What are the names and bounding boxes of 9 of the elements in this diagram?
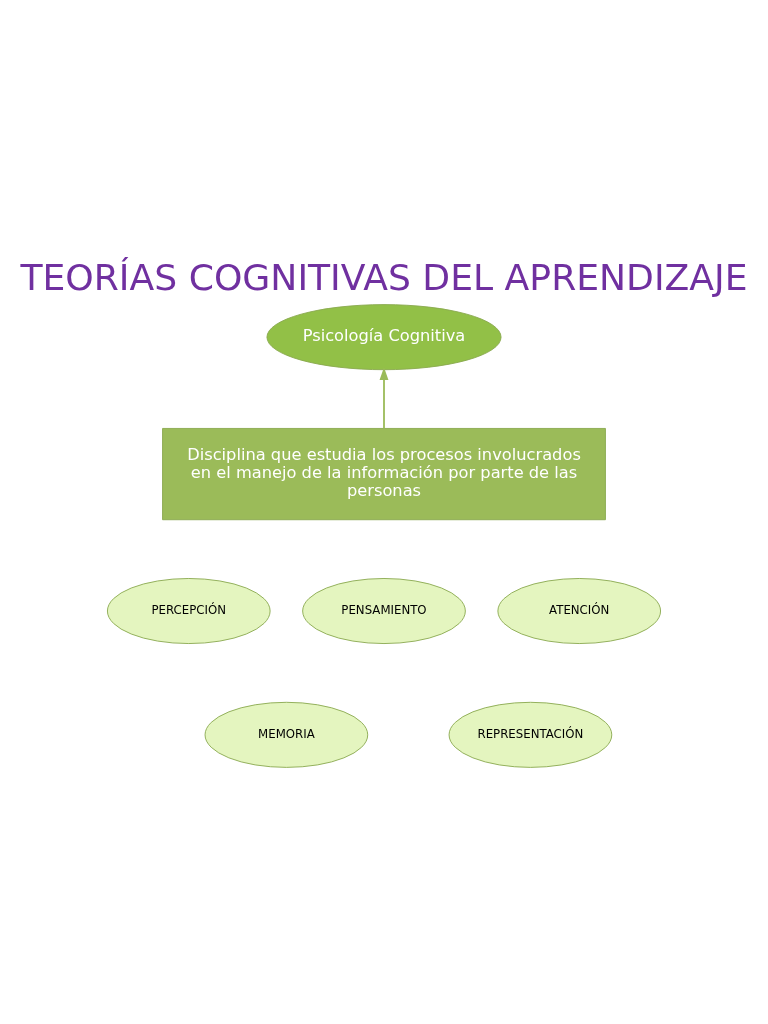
arrow: [379, 366, 389, 429]
node-box: Disciplina que estudia los procesos involucrados en el manejo de la información por parte de las personas: [162, 427, 606, 520]
node-ellipse: PENSAMIENTO: [302, 577, 466, 644]
node-ellipse: Psicología Cognitiva: [266, 303, 502, 370]
node-ellipse: REPRESENTACIÓN: [448, 701, 613, 768]
diagram-title: TEORÍAS COGNITIVAS DEL APRENDIZAJE: [20, 255, 748, 299]
node-ellipse: MEMORIA: [204, 701, 369, 768]
node-ellipse: PERCEPCIÓN: [106, 577, 271, 644]
node-ellipse: ATENCIÓN: [497, 577, 662, 644]
